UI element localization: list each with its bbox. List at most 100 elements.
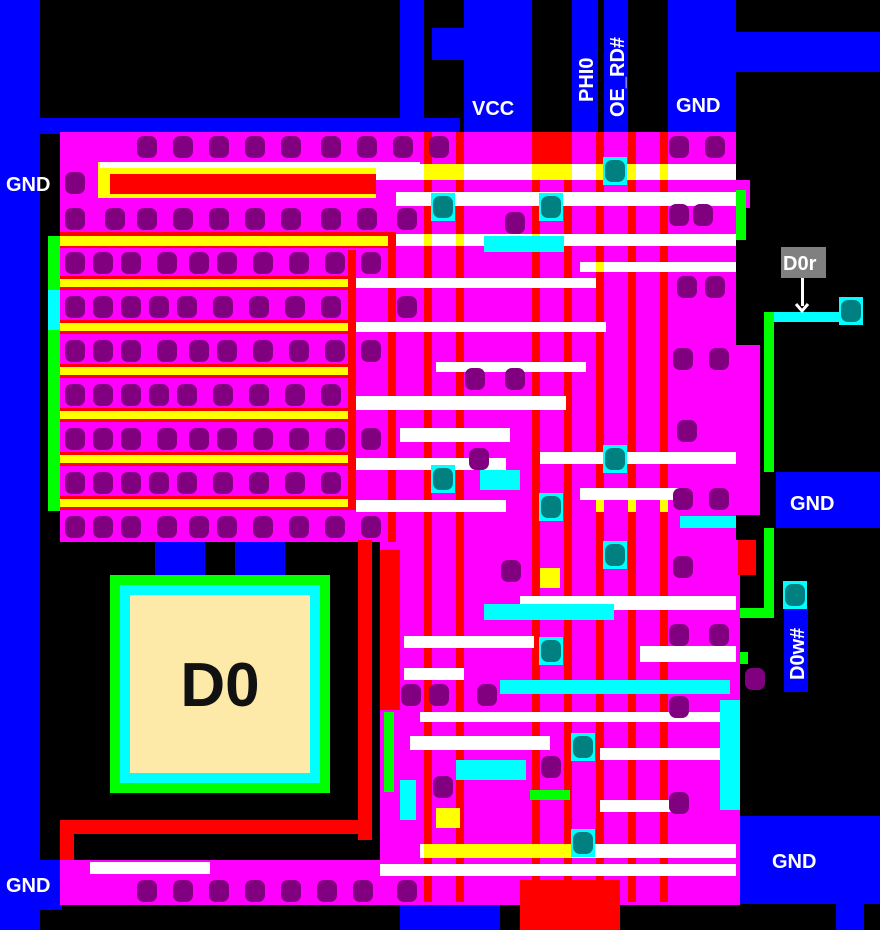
contact xyxy=(433,776,453,798)
contact xyxy=(673,488,693,510)
via xyxy=(541,196,561,218)
contact xyxy=(505,368,525,390)
contact xyxy=(669,624,689,646)
contact xyxy=(121,296,141,318)
d0r-arrow-icon xyxy=(801,278,804,306)
contact xyxy=(209,136,229,158)
contact xyxy=(189,252,209,274)
contact xyxy=(217,252,237,274)
contact xyxy=(397,296,417,318)
vcc-label: VCC xyxy=(472,98,514,120)
green-layer xyxy=(384,190,774,800)
gnd-label-bottom-left: GND xyxy=(6,875,50,897)
contact xyxy=(669,136,689,158)
contact xyxy=(321,208,341,230)
contact xyxy=(121,472,141,494)
via xyxy=(605,448,625,470)
pad-label: D0 xyxy=(180,651,259,720)
contact xyxy=(177,296,197,318)
vcc-rail xyxy=(464,0,532,134)
contact xyxy=(285,472,305,494)
via xyxy=(541,496,561,518)
contact xyxy=(177,472,197,494)
contact xyxy=(121,384,141,406)
contact xyxy=(289,428,309,450)
contact xyxy=(709,488,729,510)
contact xyxy=(189,428,209,450)
contact xyxy=(673,556,693,578)
via xyxy=(541,640,561,662)
phi0-label: PHI0 xyxy=(576,58,598,102)
arrow-head-icon xyxy=(794,303,810,314)
oe-rd-label: OE_RD# xyxy=(607,37,629,117)
contact xyxy=(361,516,381,538)
contact xyxy=(93,384,113,406)
contact xyxy=(705,136,725,158)
gnd-label-right: GND xyxy=(790,493,834,515)
contact xyxy=(669,792,689,814)
gnd-label-bottom-right: GND xyxy=(772,851,816,873)
contact xyxy=(669,204,689,226)
contact xyxy=(93,296,113,318)
contact xyxy=(397,880,417,902)
contact xyxy=(325,340,345,362)
contact xyxy=(93,340,113,362)
contact xyxy=(321,472,341,494)
contact xyxy=(469,448,489,470)
contact xyxy=(173,136,193,158)
net-labels: GND GND GND GND GND VCC PHI0 OE_RD# D0w#… xyxy=(6,37,834,897)
left-transistor-array xyxy=(48,162,420,542)
contact xyxy=(149,384,169,406)
contact xyxy=(669,696,689,718)
gate-crossings xyxy=(424,164,668,858)
contact xyxy=(281,208,301,230)
contact xyxy=(357,208,377,230)
contact xyxy=(173,880,193,902)
gnd-rail-right xyxy=(776,472,880,528)
contact xyxy=(253,252,273,274)
contact xyxy=(321,384,341,406)
contact xyxy=(325,428,345,450)
contact xyxy=(65,428,85,450)
phi0-line xyxy=(572,0,598,134)
contact xyxy=(253,340,273,362)
contact xyxy=(321,136,341,158)
gnd-rail-bottom xyxy=(736,816,880,904)
contact xyxy=(249,384,269,406)
contact xyxy=(317,880,337,902)
contact xyxy=(121,516,141,538)
contact xyxy=(325,516,345,538)
contact xyxy=(281,136,301,158)
contact xyxy=(253,428,273,450)
contact xyxy=(393,136,413,158)
contact xyxy=(465,368,485,390)
contact xyxy=(285,384,305,406)
contact xyxy=(65,208,85,230)
contact xyxy=(289,516,309,538)
contact xyxy=(245,880,265,902)
via xyxy=(841,300,861,322)
via xyxy=(605,544,625,566)
gnd-label-top-left: GND xyxy=(6,174,50,196)
d0r-label-box xyxy=(781,247,826,278)
via xyxy=(785,584,805,606)
contact xyxy=(289,340,309,362)
contact xyxy=(429,684,449,706)
contact xyxy=(93,472,113,494)
contact xyxy=(325,252,345,274)
contact xyxy=(401,684,421,706)
contact xyxy=(501,560,521,582)
contact xyxy=(217,428,237,450)
via-dots xyxy=(431,157,863,857)
via xyxy=(433,468,453,490)
contact xyxy=(361,340,381,362)
contact xyxy=(245,136,265,158)
contact xyxy=(121,340,141,362)
gnd-rail-top xyxy=(668,0,736,134)
contact xyxy=(65,516,85,538)
contact xyxy=(709,624,729,646)
contact xyxy=(253,516,273,538)
d0r-label: D0r xyxy=(783,253,817,275)
contact xyxy=(209,880,229,902)
